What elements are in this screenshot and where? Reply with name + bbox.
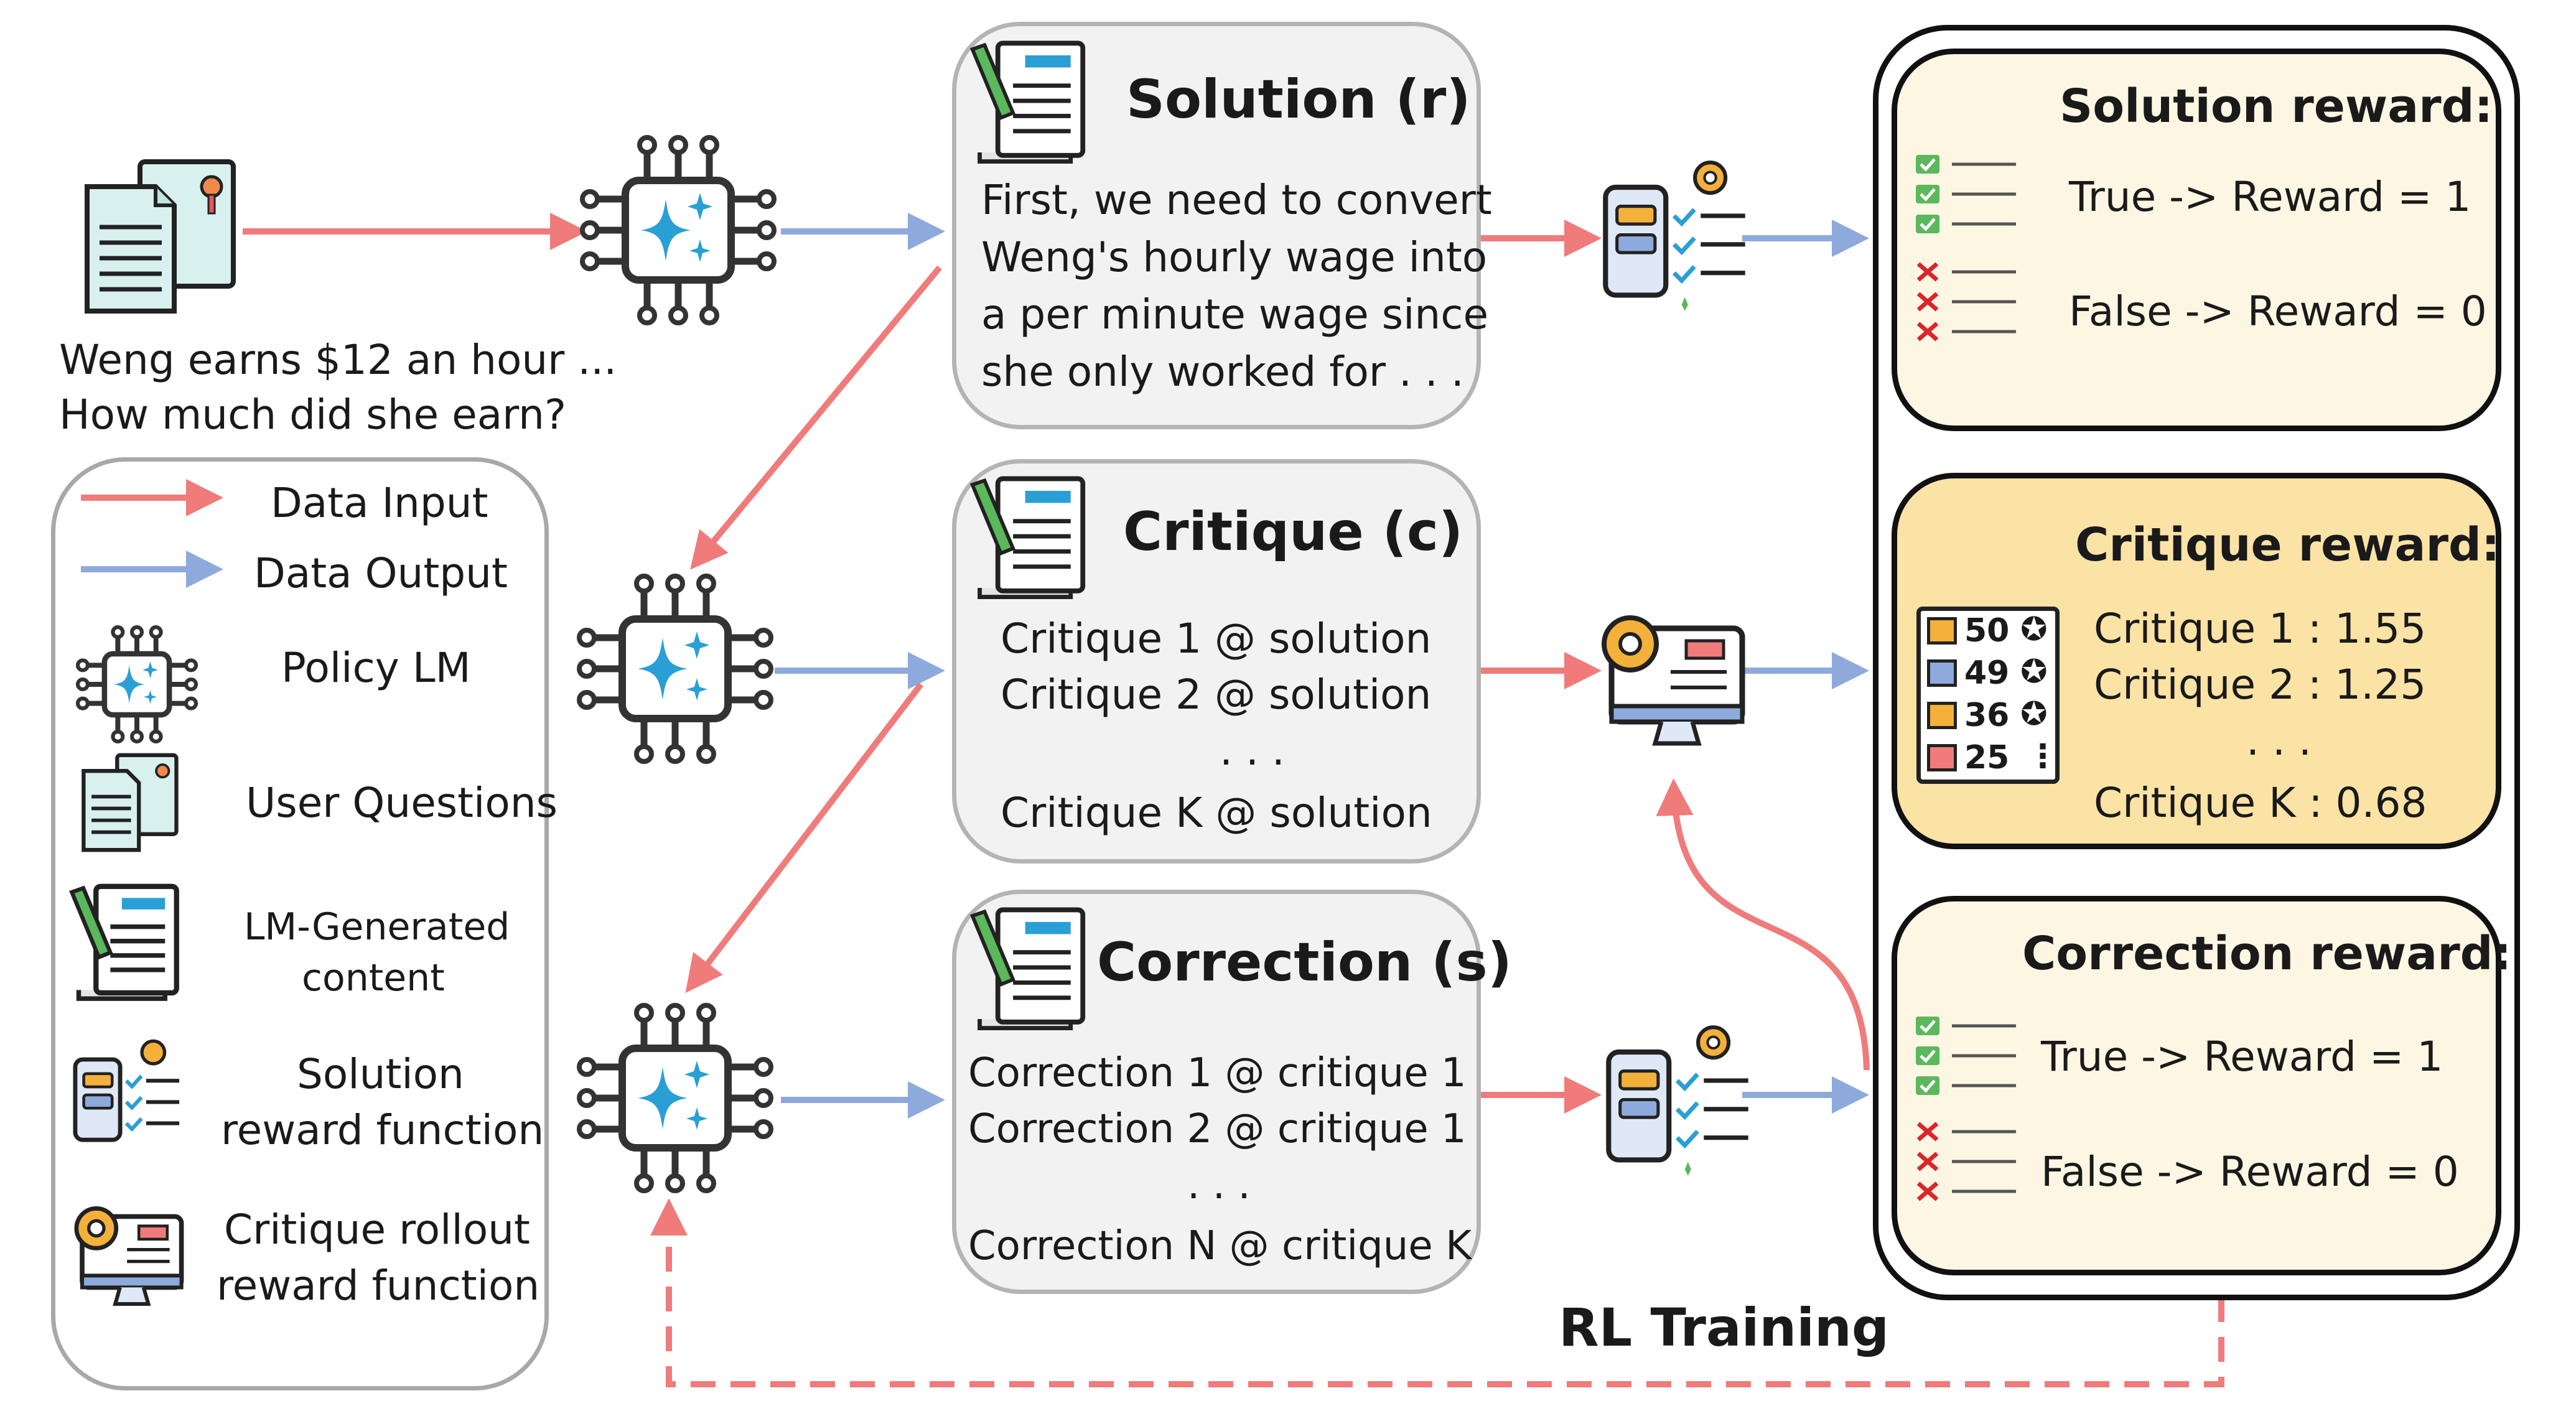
policy-lm-chip-icon-2 [577, 574, 773, 764]
legend-critique-rollout-label-2: reward function [217, 1262, 540, 1310]
solution-reward-box [1892, 49, 2501, 431]
rank-value-4: 25 [1964, 739, 2010, 776]
critique-reward-line-1: Critique 1 : 1.55 [2094, 605, 2427, 653]
critique-line-4: Critique K @ solution [1001, 789, 1432, 837]
user-questions-icon [85, 159, 236, 314]
critique-line-3: . . . [1220, 727, 1285, 775]
solution-line-4: she only worked for . . . [981, 348, 1464, 396]
correction-reward-false: False -> Reward = 0 [2041, 1148, 2459, 1196]
legend-policy-lm-label: Policy LM [281, 644, 471, 692]
false-cross-list-icon [1916, 1122, 2016, 1201]
legend-solution-reward-icon [73, 1039, 180, 1142]
legend-lm-generated-label-1: LM-Generated [244, 905, 510, 949]
critique-reward-line-2: Critique 2 : 1.25 [2094, 661, 2427, 709]
solution-title: Solution (r) [1126, 68, 1471, 131]
correction-line-3: . . . [1187, 1162, 1251, 1208]
correction-line-2: Correction 2 @ critique 1 [968, 1106, 1467, 1152]
legend-policy-lm-icon [75, 625, 198, 743]
legend-lm-generated-label-2: content [302, 956, 445, 1000]
rank-value-1: 50 [1964, 612, 2010, 649]
rank-bar-4 [1927, 744, 1957, 771]
rank-bar-2 [1927, 659, 1957, 687]
policy-lm-chip-icon-1 [580, 135, 777, 325]
solution-reward-false: False -> Reward = 0 [2069, 287, 2487, 335]
critique-line-2: Critique 2 @ solution [1001, 671, 1432, 719]
critique-title: Critique (c) [1123, 501, 1463, 563]
rank-bar-3 [1927, 702, 1957, 729]
correction-reward-true: True -> Reward = 1 [2041, 1033, 2443, 1081]
solution-line-3: a per minute wage since [981, 291, 1489, 338]
arrow-correction-to-critique-rollout [1656, 778, 1870, 1071]
critique-rollout-reward-function-icon [1602, 615, 1745, 746]
solution-reward-function-icon-1 [1603, 161, 1745, 311]
arrow-critique-to-policy3 [685, 682, 923, 994]
critique-reward-title: Critique reward: [2075, 518, 2500, 572]
true-check-list-icon [1916, 155, 2016, 233]
correction-doc-icon [969, 907, 1086, 1030]
correction-line-1: Correction 1 @ critique 1 [968, 1050, 1467, 1096]
solution-reward-title: Solution reward: [2060, 80, 2493, 133]
correction-box [952, 890, 1481, 1294]
solution-line-1: First, we need to convert [981, 176, 1492, 224]
legend-solution-reward-label-2: reward function [221, 1106, 544, 1154]
false-cross-list-icon [1916, 262, 2016, 342]
rank-value-2: 49 [1964, 654, 2010, 692]
legend-solution-reward-label-1: Solution [297, 1050, 464, 1098]
correction-reward-title: Correction reward: [2022, 927, 2512, 980]
rank-value-3: 36 [1964, 697, 2010, 734]
legend-user-questions-label: User Questions [246, 779, 558, 827]
policy-lm-chip-icon-3 [577, 1003, 773, 1193]
solution-doc-icon [969, 40, 1086, 164]
legend-critique-rollout-icon [74, 1206, 184, 1306]
question-line-2: How much did she earn? [59, 391, 566, 439]
question-line-1: Weng earns $12 an hour ... [59, 336, 617, 384]
solution-reward-true: True -> Reward = 1 [2069, 173, 2471, 221]
correction-title: Correction (s) [1097, 931, 1512, 994]
rank-bar-1 [1927, 617, 1957, 645]
legend-data-output-label: Data Output [254, 549, 508, 597]
correction-line-4: Correction N @ critique K [968, 1223, 1472, 1269]
arrow-solution-to-policy2 [690, 265, 942, 570]
legend-lm-generated-icon [69, 883, 179, 1001]
star-icon: ✪ [2020, 611, 2048, 648]
critique-line-1: Critique 1 @ solution [1001, 615, 1432, 663]
legend-data-input-label: Data Input [271, 479, 488, 527]
legend-critique-rollout-label-1: Critique rollout [224, 1206, 530, 1254]
star-icon: ✪ [2020, 653, 2048, 691]
critique-reward-line-4: Critique K : 0.68 [2094, 779, 2427, 827]
critique-reward-line-3: . . . [2246, 717, 2312, 765]
critique-doc-icon [969, 476, 1086, 599]
rl-training-label: RL Training [1559, 1297, 1889, 1358]
solution-line-2: Weng's hourly wage into [981, 233, 1488, 281]
star-icon: ✪ [2020, 696, 2048, 733]
critique-ranking-icon: 50 ✪ 49 ✪ 36 ✪ 25 ⋮ [1916, 607, 2060, 784]
true-check-list-icon [1916, 1017, 2016, 1095]
legend-arrows [81, 479, 224, 588]
rl-training-loop [650, 1198, 2224, 1387]
legend-user-questions-icon [82, 753, 179, 852]
solution-reward-function-icon-2 [1606, 1025, 1748, 1176]
more-icon: ⋮ [2027, 738, 2059, 775]
